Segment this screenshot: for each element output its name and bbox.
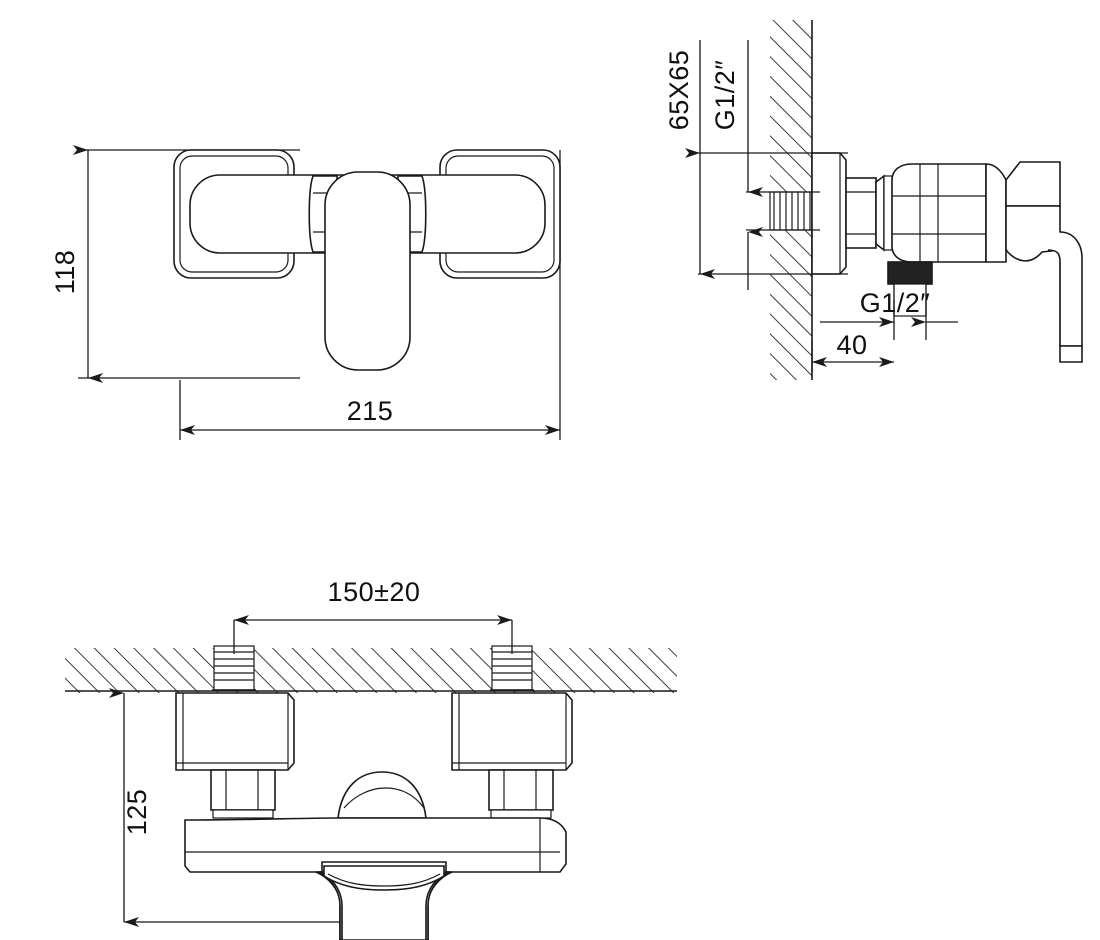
valve-body-shoulder	[985, 161, 1061, 263]
dimension-outlet-thread-g12: G1/2″	[820, 288, 958, 340]
side-section-view	[769, 20, 1083, 380]
dimension-215: 215	[180, 396, 560, 435]
dimension-118: 118	[50, 145, 103, 383]
dimension-40-label: 40	[836, 330, 867, 360]
dimension-215-label: 215	[347, 396, 394, 426]
inlet-nipple-threaded	[769, 188, 819, 234]
dimension-inlet-thread-g12-label: G1/2″	[710, 60, 740, 131]
dimension-118-label: 118	[50, 250, 80, 295]
right-hex-nut	[488, 769, 554, 819]
dimension-inlet-thread-g12: G1/2″	[710, 40, 820, 290]
body-connector-block	[875, 174, 893, 252]
left-hex-nut	[210, 769, 276, 819]
left-escutcheon-cap	[175, 692, 295, 771]
front-elevation-view	[78, 149, 561, 440]
dimension-125-label: 125	[122, 789, 152, 836]
lever-handle-side	[1005, 231, 1083, 363]
inlet-hex-nut	[845, 177, 877, 249]
dimension-40: 40	[811, 330, 894, 372]
valve-body-side	[891, 163, 987, 263]
cartridge-dome	[337, 771, 427, 819]
mixer-body-plate	[184, 817, 567, 873]
dimension-outlet-thread-g12-label: G1/2″	[860, 288, 931, 318]
right-escutcheon-cap	[451, 692, 573, 771]
dimension-65x65-label: 65X65	[664, 50, 694, 131]
dimension-150-plus-minus-20-label: 150±20	[328, 577, 421, 607]
dimension-150-plus-minus-20: 150±20	[233, 577, 513, 654]
wall-section-horizontal	[65, 648, 677, 693]
escutcheon-side-profile	[811, 152, 847, 275]
dimension-65x65: 65X65	[664, 40, 848, 279]
spout-outline-overlay	[319, 865, 449, 940]
outlet-nipple-threaded	[887, 261, 933, 317]
dimension-125: 125	[109, 688, 340, 927]
lever-handle-front	[324, 171, 411, 371]
